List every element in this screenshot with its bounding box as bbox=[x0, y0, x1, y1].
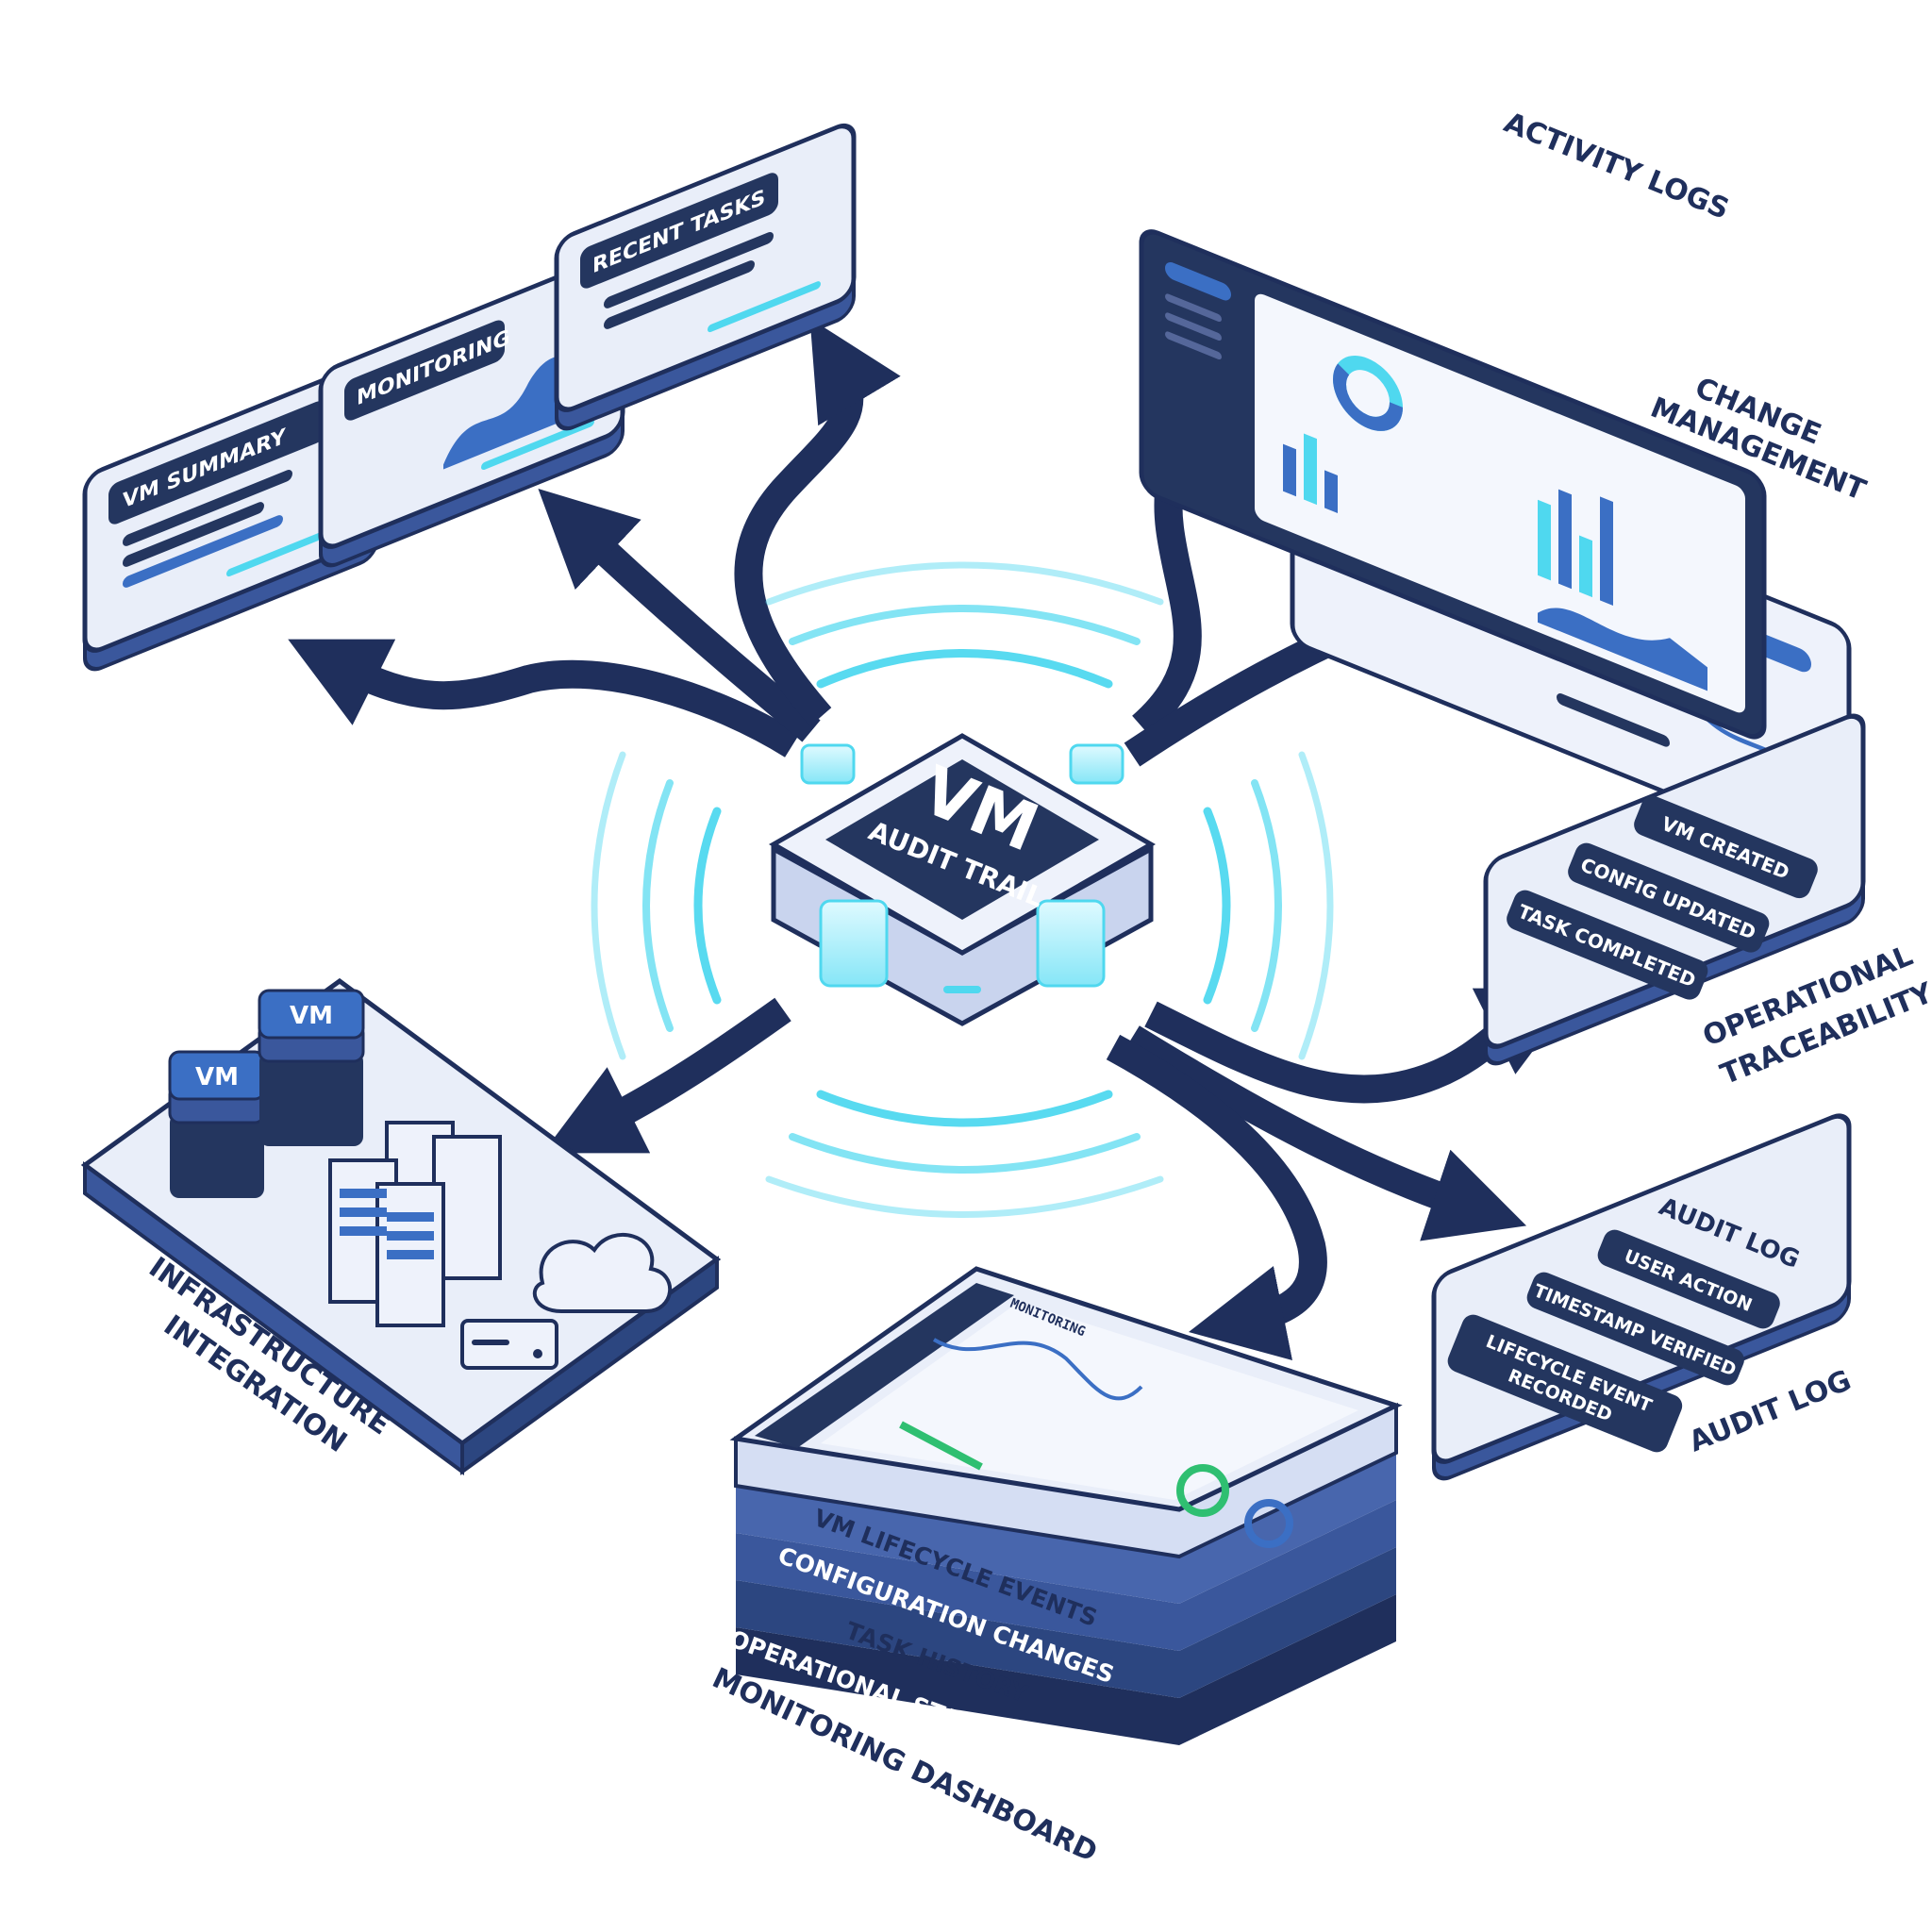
vm-stack-label: VM bbox=[290, 1002, 333, 1030]
hub-corner-light bbox=[800, 743, 856, 785]
hub-status-light bbox=[943, 986, 981, 993]
arrow-to-recent-tasks bbox=[734, 318, 901, 726]
central-hub: VM AUDIT TRAIL bbox=[759, 717, 1165, 1047]
hub-corner-light bbox=[819, 899, 889, 988]
monitoring-dashboard-stack: MONITORING VM LIFECYCLE EVENTS CONFIGURA… bbox=[725, 1266, 1403, 1794]
arrow-to-monitoring-dashboard bbox=[1106, 1034, 1327, 1360]
vm-stack-label: VM bbox=[195, 1063, 239, 1091]
vm-stack: VM bbox=[168, 1050, 266, 1198]
arrow-to-infrastructure bbox=[542, 997, 791, 1154]
flow-arrows bbox=[288, 318, 1580, 1360]
server-rack-slots bbox=[340, 1189, 434, 1259]
hub-corner-light bbox=[1036, 899, 1106, 988]
arrow-to-monitoring bbox=[538, 489, 821, 742]
activity-logs-screens bbox=[1139, 229, 1852, 864]
infrastructure-platform: VM VM bbox=[80, 977, 722, 1475]
activity-logs-screen bbox=[1139, 229, 1767, 740]
vm-stack: VM bbox=[258, 989, 365, 1146]
event-list: VM CREATED CONFIG UPDATED TASK COMPLETED bbox=[1507, 795, 1818, 1000]
recent-tasks-module: RECENT TASKS bbox=[554, 123, 857, 431]
arrow-to-audit-log bbox=[1124, 1025, 1527, 1241]
signal-waves bbox=[591, 561, 1334, 1218]
arrow-to-vm-summary bbox=[288, 639, 800, 758]
network-box bbox=[460, 1319, 558, 1370]
monitoring-module: MONITORING bbox=[318, 253, 625, 568]
label-activity-logs: ACTIVITY LOGS bbox=[1499, 106, 1733, 225]
hub-corner-light bbox=[1069, 743, 1124, 785]
cloud-icon bbox=[532, 1233, 673, 1313]
